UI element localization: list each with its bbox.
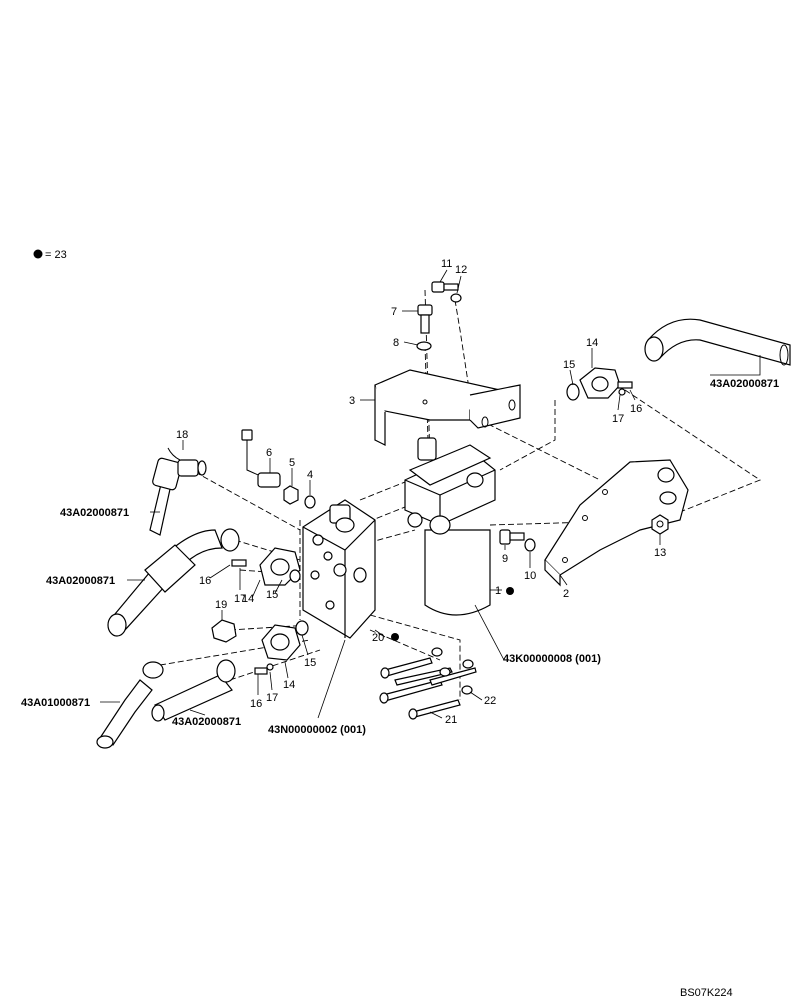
callout-17-middle: 17 xyxy=(234,593,246,605)
sensor-6 xyxy=(241,429,281,488)
callout-7: 7 xyxy=(391,306,397,318)
fitting-19 xyxy=(211,619,237,643)
callout-11: 11 xyxy=(441,258,452,270)
hose-label-middle-left: 43A02000871 xyxy=(46,575,115,587)
callout-8: 8 xyxy=(393,337,399,349)
callout-6: 6 xyxy=(266,447,272,459)
callout-1: 1 xyxy=(495,585,501,597)
flange-14-lower xyxy=(254,620,309,675)
legend-dot-icon xyxy=(33,249,43,259)
washer-10 xyxy=(524,538,536,552)
callout-16-top: 16 xyxy=(630,403,642,415)
flange-14-top xyxy=(566,367,633,401)
callout-2: 2 xyxy=(563,588,569,600)
washer-12 xyxy=(450,293,462,303)
callout-21: 21 xyxy=(445,714,457,726)
filter-marker-dot-icon xyxy=(506,587,514,595)
hose-label-top-right: 43A02000871 xyxy=(710,378,779,390)
callout-14-middle: 14 xyxy=(242,593,254,605)
callout-18: 18 xyxy=(176,429,188,441)
hose-top-right xyxy=(644,318,791,366)
callout-13: 13 xyxy=(654,547,666,559)
hose-lower-left xyxy=(96,661,164,749)
callout-16-middle: 16 xyxy=(199,575,211,587)
bolt-11 xyxy=(431,281,459,293)
bolt-7 xyxy=(417,304,433,334)
hose-label-upper-left: 43A02000871 xyxy=(60,507,129,519)
filter-assembly-label: 43K00000008 (001) xyxy=(503,653,601,665)
callout-15-middle: 15 xyxy=(266,589,278,601)
callout-5: 5 xyxy=(289,457,295,469)
valve-marker-dot-icon xyxy=(391,633,399,641)
callout-22: 22 xyxy=(484,695,496,707)
hose-upper-left xyxy=(149,447,207,536)
callout-12: 12 xyxy=(455,264,467,276)
drawing-code: BS07K224 xyxy=(680,987,733,999)
callout-10: 10 xyxy=(524,570,536,582)
callout-14-top: 14 xyxy=(586,337,598,349)
callout-4: 4 xyxy=(307,469,313,481)
callout-17-lower: 17 xyxy=(266,692,278,704)
callout-3: 3 xyxy=(349,395,355,407)
mounting-bracket-right xyxy=(544,459,689,587)
washers-22 xyxy=(431,647,474,695)
callout-16-lower: 16 xyxy=(250,698,262,710)
hose-label-bottom: 43A02000871 xyxy=(172,716,241,728)
callouts: 11 12 7 8 3 14 15 17 16 18 6 5 4 9 10 13… xyxy=(176,258,666,726)
hose-label-lower-left: 43A01000871 xyxy=(21,697,90,709)
callout-15-lower: 15 xyxy=(304,657,316,669)
mounting-bracket-top xyxy=(374,369,521,446)
flange-14-middle xyxy=(231,547,301,586)
callout-20: 20 xyxy=(372,632,384,644)
legend-text: = 23 xyxy=(45,249,67,261)
valve-assembly-label: 43N00000002 (001) xyxy=(268,724,366,736)
nut-13 xyxy=(651,514,669,535)
fitting-5 xyxy=(283,485,299,505)
seal-4 xyxy=(304,495,316,509)
leader-lines xyxy=(100,269,761,719)
hose-bottom xyxy=(151,659,236,722)
callout-14-lower: 14 xyxy=(283,679,295,691)
bolt-9 xyxy=(499,529,525,545)
part-number-labels: 43A02000871 43A02000871 43A02000871 43A0… xyxy=(21,378,779,736)
washer-8 xyxy=(416,341,432,351)
callout-15-top: 15 xyxy=(563,359,575,371)
callout-9: 9 xyxy=(502,553,508,565)
filter-assembly xyxy=(404,437,496,616)
hose-middle-left xyxy=(107,528,240,637)
valve-block xyxy=(302,499,376,639)
callout-17-top: 17 xyxy=(612,413,624,425)
bolts-21 xyxy=(379,657,477,720)
legend: = 23 xyxy=(33,249,67,261)
callout-19: 19 xyxy=(215,599,227,611)
